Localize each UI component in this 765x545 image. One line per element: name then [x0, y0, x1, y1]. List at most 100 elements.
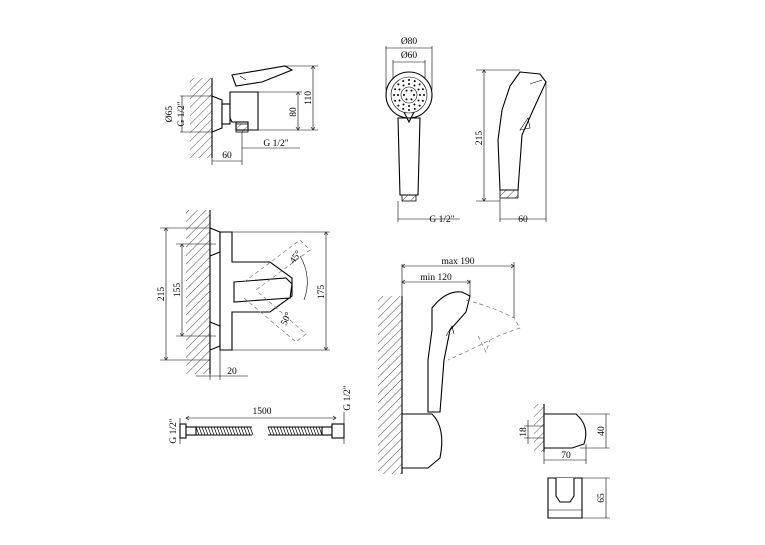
dim-thread-bottom: G 1/2"	[263, 139, 288, 149]
hose-coil	[231, 426, 236, 436]
hose-coil	[303, 426, 308, 436]
nozzle-dot	[410, 89, 413, 92]
dim-center-distance: 155	[173, 283, 183, 298]
hose-coil	[288, 426, 293, 436]
nozzle-dot	[398, 99, 401, 102]
dim-length: 215	[475, 131, 485, 146]
nozzle-dot	[402, 107, 405, 110]
dim-thread-right: G 1/2"	[343, 385, 353, 410]
hose-coil	[228, 426, 233, 436]
hose-coil	[279, 426, 284, 436]
hose-coil	[201, 426, 206, 436]
wall-hatch	[534, 404, 544, 452]
dim-thread: G 1/2"	[429, 215, 454, 225]
dim-body-height: 175	[317, 285, 327, 300]
dim-holder-width: 18	[519, 427, 529, 437]
mixer-lever	[233, 277, 293, 303]
dim-total-height: 215	[157, 287, 167, 302]
hose-coil	[315, 426, 320, 436]
dim-offset: 20	[227, 367, 237, 377]
dim-lever-angle-down: 50°	[279, 310, 295, 327]
hose-coil	[225, 426, 230, 436]
dim-height-body: 80	[289, 107, 299, 117]
dim-diameter: Ø65	[165, 106, 175, 123]
nozzle-dot	[421, 88, 424, 91]
view-holder-side: 18 40 70	[519, 404, 610, 464]
hose-coil	[198, 426, 203, 436]
hose-coil	[234, 426, 239, 436]
nozzle-dot	[423, 94, 425, 96]
nozzle-dot	[413, 94, 415, 96]
view-hose: 1500 G 1/2" G 1/2"	[169, 385, 353, 444]
dim-hose-length: 1500	[253, 407, 272, 417]
nozzle-dot	[405, 89, 408, 92]
nozzle-pattern	[393, 79, 425, 111]
nozzle-dot	[413, 84, 416, 87]
nozzle-dot	[408, 109, 410, 111]
hose-nut-right	[331, 423, 345, 439]
nozzle-dot	[408, 83, 410, 85]
nozzle-dot	[410, 98, 413, 101]
nozzle-dot	[408, 105, 410, 107]
nozzle-dot	[394, 99, 397, 102]
hose-spiral-left	[195, 426, 254, 436]
nozzle-dot	[413, 103, 416, 106]
hose-coil	[195, 426, 200, 436]
view-wall-holder: max 190 min 120	[378, 257, 521, 474]
dim-depth: 60	[222, 151, 232, 161]
wall-hatch	[378, 296, 402, 474]
nozzle-dot	[421, 99, 424, 102]
nozzle-dot	[408, 79, 410, 81]
handshower-profile	[497, 71, 547, 191]
dim-min-reach: min 120	[420, 273, 452, 283]
nozzle-dot	[393, 94, 395, 96]
view-faucet-side: 80 110 Ø65 G 1/2" 60 G 1/2"	[165, 65, 318, 165]
wall-holder	[401, 413, 443, 469]
dim-inner-diameter: Ø60	[401, 51, 418, 61]
view-holder-front: 65	[547, 477, 610, 519]
hose-coil	[291, 426, 296, 436]
eccentric-fitting	[211, 95, 223, 133]
dim-lever-angle-up: 45°	[287, 248, 304, 265]
hose-coil	[267, 426, 272, 436]
hose-nut-left	[179, 423, 187, 439]
view-faucet-front: 45° 50° 215 155 175 20	[157, 210, 330, 380]
hose-cone-right	[321, 426, 333, 436]
hose-coil	[249, 426, 254, 436]
nozzle-dot	[417, 88, 420, 91]
spray-head	[385, 71, 433, 119]
nozzle-dot	[398, 88, 401, 91]
hose-coil	[270, 426, 275, 436]
dim-height-total: 110	[304, 91, 314, 105]
handle	[397, 117, 421, 196]
nozzle-dot	[397, 94, 399, 96]
nozzle-dot	[419, 94, 421, 96]
dim-thread-side: G 1/2"	[177, 101, 187, 126]
holder-front-cradle	[555, 478, 575, 503]
nozzle-dot	[405, 98, 408, 101]
upper-eccentric	[209, 227, 221, 257]
hose-coil	[297, 426, 302, 436]
hose-coil	[246, 426, 251, 436]
hose-spiral-right	[267, 426, 323, 436]
nozzle-dot	[394, 88, 397, 91]
nozzle-dot	[402, 80, 405, 83]
hose-coil	[216, 426, 221, 436]
wall-hatch	[190, 78, 212, 158]
hose-coil	[312, 426, 317, 436]
hose-coil	[306, 426, 311, 436]
hose-coil	[243, 426, 248, 436]
view-handshower-side: 60	[497, 71, 547, 225]
nozzle-dot	[397, 104, 400, 107]
nozzle-dot	[402, 103, 405, 106]
hose-coil	[273, 426, 278, 436]
hose-coil	[309, 426, 314, 436]
hose-coil	[285, 426, 290, 436]
nozzle-dot	[397, 83, 400, 86]
hose-coil	[276, 426, 281, 436]
hose-coil	[237, 426, 242, 436]
mixer-lever	[231, 65, 294, 87]
dim-outer-diameter: Ø80	[401, 37, 418, 47]
view-handshower-front: Ø80 Ø60 G 1/2" 215	[385, 37, 520, 225]
